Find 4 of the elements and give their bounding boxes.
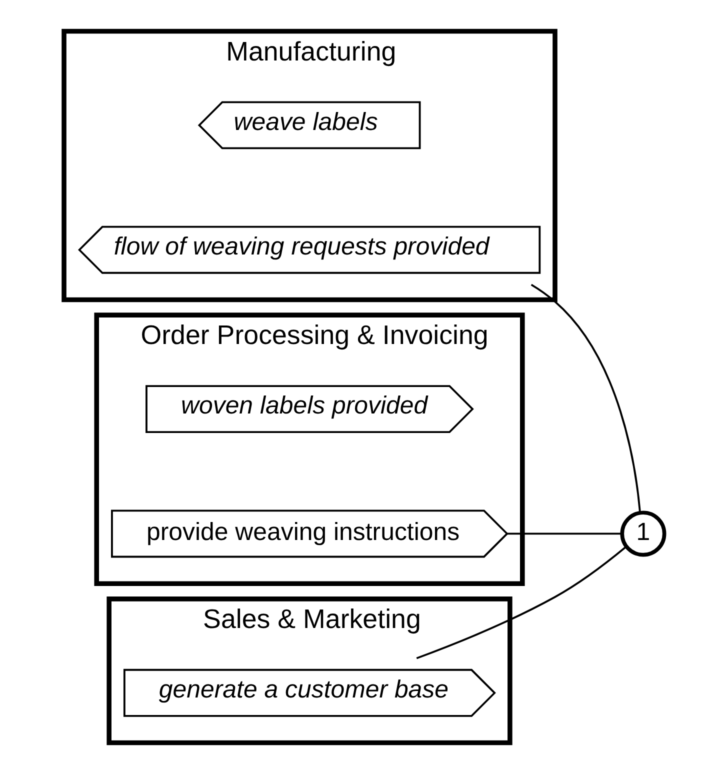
connector [506,532,622,535]
node-circle: 1 [620,510,666,557]
connector [530,284,640,513]
connector [416,546,626,660]
